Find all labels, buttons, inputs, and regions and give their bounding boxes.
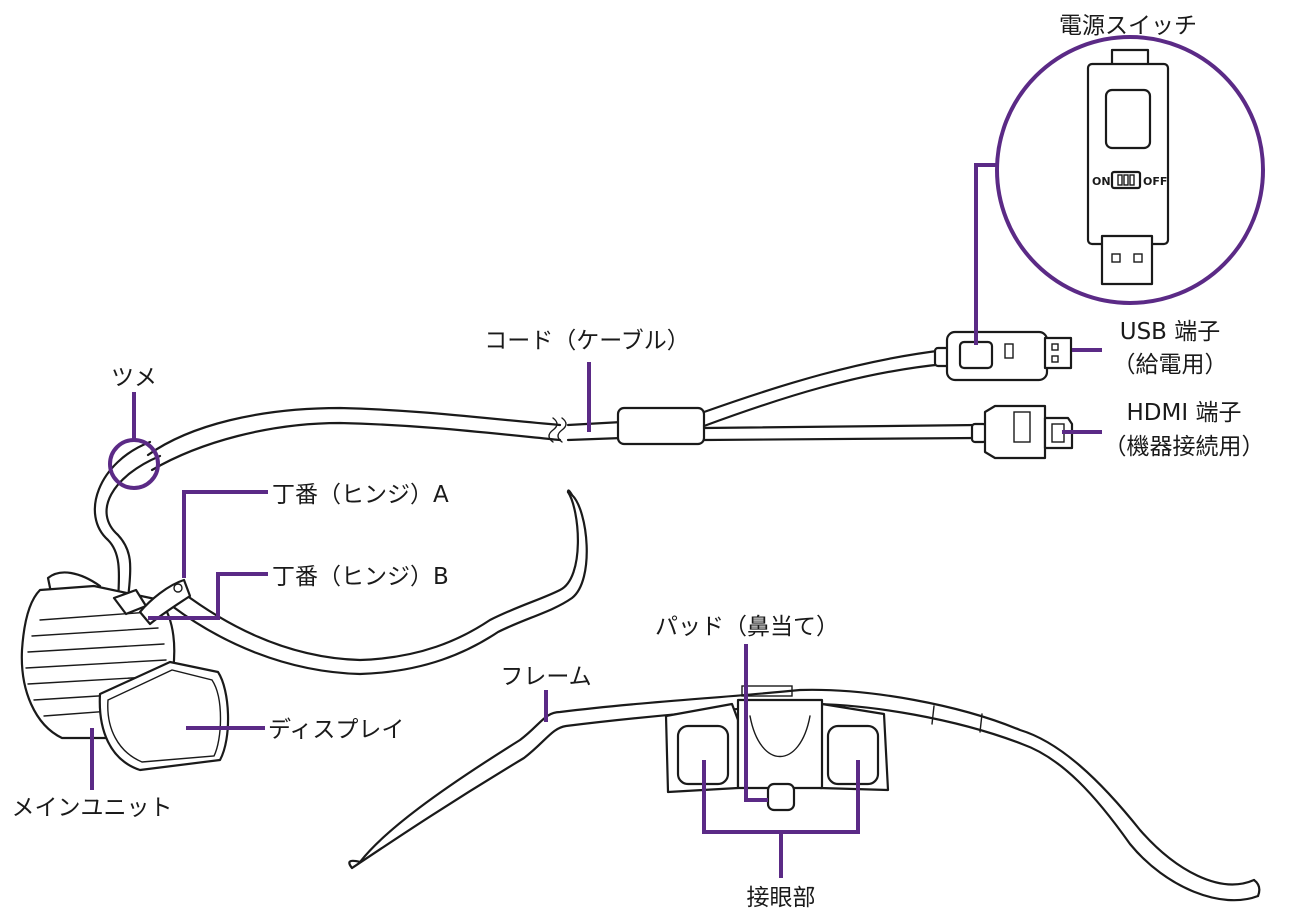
switch-on-label: ON (1092, 175, 1111, 188)
nose-pad (766, 782, 796, 812)
display-module (98, 660, 230, 772)
hinge-a-label: 丁番（ヒンジ）A (272, 482, 449, 508)
power-switch-label: 電源スイッチ (1059, 13, 1197, 39)
claw-label: ツメ (111, 365, 157, 391)
ferrite-core (616, 406, 706, 446)
frame-label: フレーム (500, 664, 591, 690)
usb-label-line1: USB 端子 (1120, 319, 1221, 345)
eyepiece-assembly (664, 698, 890, 812)
main-unit-label: メインユニット (12, 795, 173, 821)
usb-connector (933, 330, 1073, 382)
cord-label: コード（ケーブル） (484, 328, 690, 354)
right-eyepiece-lens (826, 724, 880, 786)
hdmi-label-line2: （機器接続用） (1104, 434, 1265, 460)
pad-label: パッド（鼻当て） (655, 614, 839, 640)
eyepiece-label: 接眼部 (747, 885, 816, 911)
switch-off-label: OFF (1143, 175, 1167, 188)
usb-label-line2: （給電用） (1113, 352, 1228, 378)
power-switch-inset: ON OFF (995, 35, 1265, 305)
labels: 電源スイッチ コード（ケーブル） USB 端子 （給電用） HDMI 端子 （機… (12, 13, 1265, 911)
leader-lines (90, 163, 1102, 878)
headband (170, 489, 588, 676)
display-label: ディスプレイ (268, 717, 404, 743)
hdmi-label-line1: HDMI 端子 (1127, 400, 1242, 426)
hdmi-connector (970, 404, 1074, 460)
hinge-b-label: 丁番（ヒンジ）B (272, 564, 449, 590)
cord (93, 348, 980, 602)
